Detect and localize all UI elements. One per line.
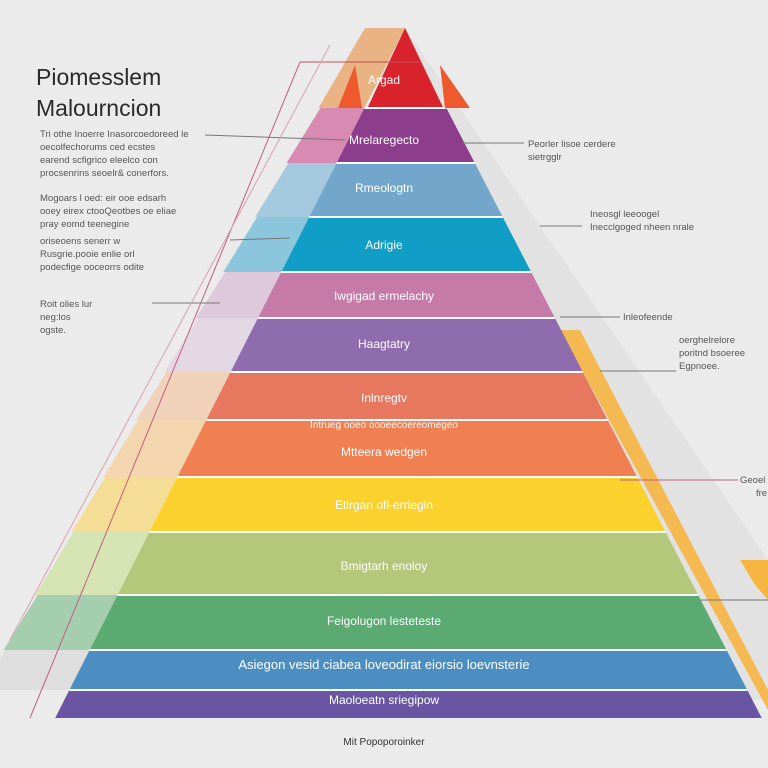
layer-label: Maoloeatn sriegipow — [328, 693, 440, 707]
pyramid-layer-6 — [230, 318, 583, 372]
pyramid-layer-13 — [55, 690, 762, 718]
left-note-1: Tri othe Inoerre Inasorcoedoreed le oeco… — [40, 128, 189, 180]
note-line: poritnd bsoeree — [679, 348, 746, 359]
note-line: Rusgrie.pooie enlie orl — [40, 249, 135, 260]
pyramid-side-face — [136, 372, 231, 420]
diagram-title: Piomesslem Malourncion — [36, 62, 161, 124]
right-note-2: Ineosgl leeoogel Inecclgoged nheen nrale — [590, 208, 694, 234]
note-line: earend scfigrico eleelco con — [40, 155, 158, 166]
note-line: Ineosgl leeoogel — [590, 209, 660, 220]
layer-sublabel: Intrueg ooeo oooeecoereomegeo — [310, 420, 458, 431]
callout-diagonal — [9, 44, 331, 641]
pyramid-side-face — [223, 217, 310, 272]
right-note-1: Peorler lisoe cerdere sietrgglr — [528, 138, 616, 164]
pyramid-layer-11 — [89, 595, 727, 650]
note-line: sietrgglr — [528, 152, 562, 163]
layer-label: Mrelaregecto — [348, 133, 420, 147]
pyramid-layer-9 — [149, 477, 666, 532]
note-line: oriseoens senerr w — [40, 236, 121, 247]
pyramid-side-face — [0, 650, 90, 690]
note-line: oerghelrelore — [679, 335, 735, 346]
pyramid-layer-12 — [69, 650, 748, 690]
note-line: Mogoars l oed: eir ooe edsarh — [40, 193, 167, 204]
right-note-4: oerghelrelore poritnd bsoeree Egpnoee. — [679, 334, 745, 373]
note-line: oecolfechorums ced ecstes — [40, 142, 156, 153]
note-line: Geoel — [740, 475, 766, 486]
layer-label: Etlrgan ofl-erriegin — [334, 498, 434, 512]
note-line: ogste. — [40, 325, 66, 336]
pyramid-layer-1 — [367, 28, 444, 108]
layer-label: Bmigtarh enoloy — [340, 559, 428, 573]
note-line: Inecclgoged nheen nrale — [590, 222, 695, 233]
layer-label: Argad — [367, 73, 401, 87]
pyramid-layer-10 — [117, 532, 699, 595]
layer-label: Haagtatry — [357, 337, 411, 351]
pyramid-layer-5 — [257, 272, 555, 318]
pyramid-layer-2 — [336, 108, 475, 163]
layer-label: Feigolugon lesteteste — [326, 614, 442, 628]
callout-line — [229, 237, 291, 241]
pyramid-side-face — [103, 420, 207, 477]
pyramid-side-face — [35, 532, 150, 595]
pyramid-edge-strip — [560, 330, 768, 710]
note-line: pray eomd teenegine — [40, 219, 130, 230]
callout-diagonal — [29, 61, 301, 719]
right-note-5: Geoel fre — [740, 474, 767, 500]
note-line: Roit olies lur — [40, 299, 93, 310]
title-line-2: Malourncion — [36, 95, 162, 121]
layer-label: Asiegon vesid ciabea loveodirat eiorsio … — [238, 657, 530, 672]
note-line: fre — [756, 488, 768, 499]
left-note-2: Mogoars l oed: eir ooe edsarh ooey eirex… — [40, 192, 176, 231]
pyramid-side-face — [195, 272, 282, 318]
pyramid-layer-4 — [281, 217, 532, 272]
pyramid-layer-3 — [309, 163, 503, 217]
callout-line — [204, 134, 346, 141]
note-line: Peorler lisoe cerdere — [528, 139, 616, 150]
note-line: Egpnoee. — [679, 361, 720, 372]
note-line: Inleofeende — [623, 312, 673, 323]
pyramid-side-face — [286, 108, 365, 163]
pyramid-side-face — [71, 477, 178, 532]
layer-label: Iwgigad ermelachy — [333, 289, 435, 303]
pyramid-side-face — [164, 318, 258, 372]
left-note-3: oriseoens senerr w Rusgrie.pooie enlie o… — [40, 235, 144, 274]
title-line-1: Piomesslem — [36, 64, 162, 90]
layer-label: Mtteera wedgen — [340, 445, 428, 459]
note-line: procsenrins seoelr& conerfors. — [40, 168, 169, 179]
left-note-4: Roit olies lur neg:los ogste. — [40, 298, 92, 337]
apex-side-right — [440, 65, 470, 108]
footer-caption: Mit Popoporoinker — [343, 737, 425, 748]
pyramid-side-face — [318, 28, 405, 108]
layer-label: Inlnregtv — [360, 391, 408, 405]
layer-label: Rmeologtn — [354, 181, 414, 195]
apex-side-left — [338, 65, 362, 108]
note-line: podecfige ooceorrs odite — [40, 262, 145, 273]
note-line: Tri othe Inoerre Inasorcoedoreed le — [40, 129, 189, 140]
pyramid-side-face — [3, 595, 118, 650]
pyramid-side-face — [255, 163, 337, 217]
pyramid-layer-7 — [206, 372, 608, 420]
right-note-3: Inleofeende — [623, 311, 673, 324]
note-line: neg:los — [40, 312, 71, 323]
pyramid-edge-accent — [740, 560, 768, 600]
pyramid-layer-8 — [177, 420, 638, 477]
layer-label: Adrigie — [365, 238, 403, 252]
note-line: ooey eirex ctooQeotbes oe eliae — [40, 206, 177, 217]
